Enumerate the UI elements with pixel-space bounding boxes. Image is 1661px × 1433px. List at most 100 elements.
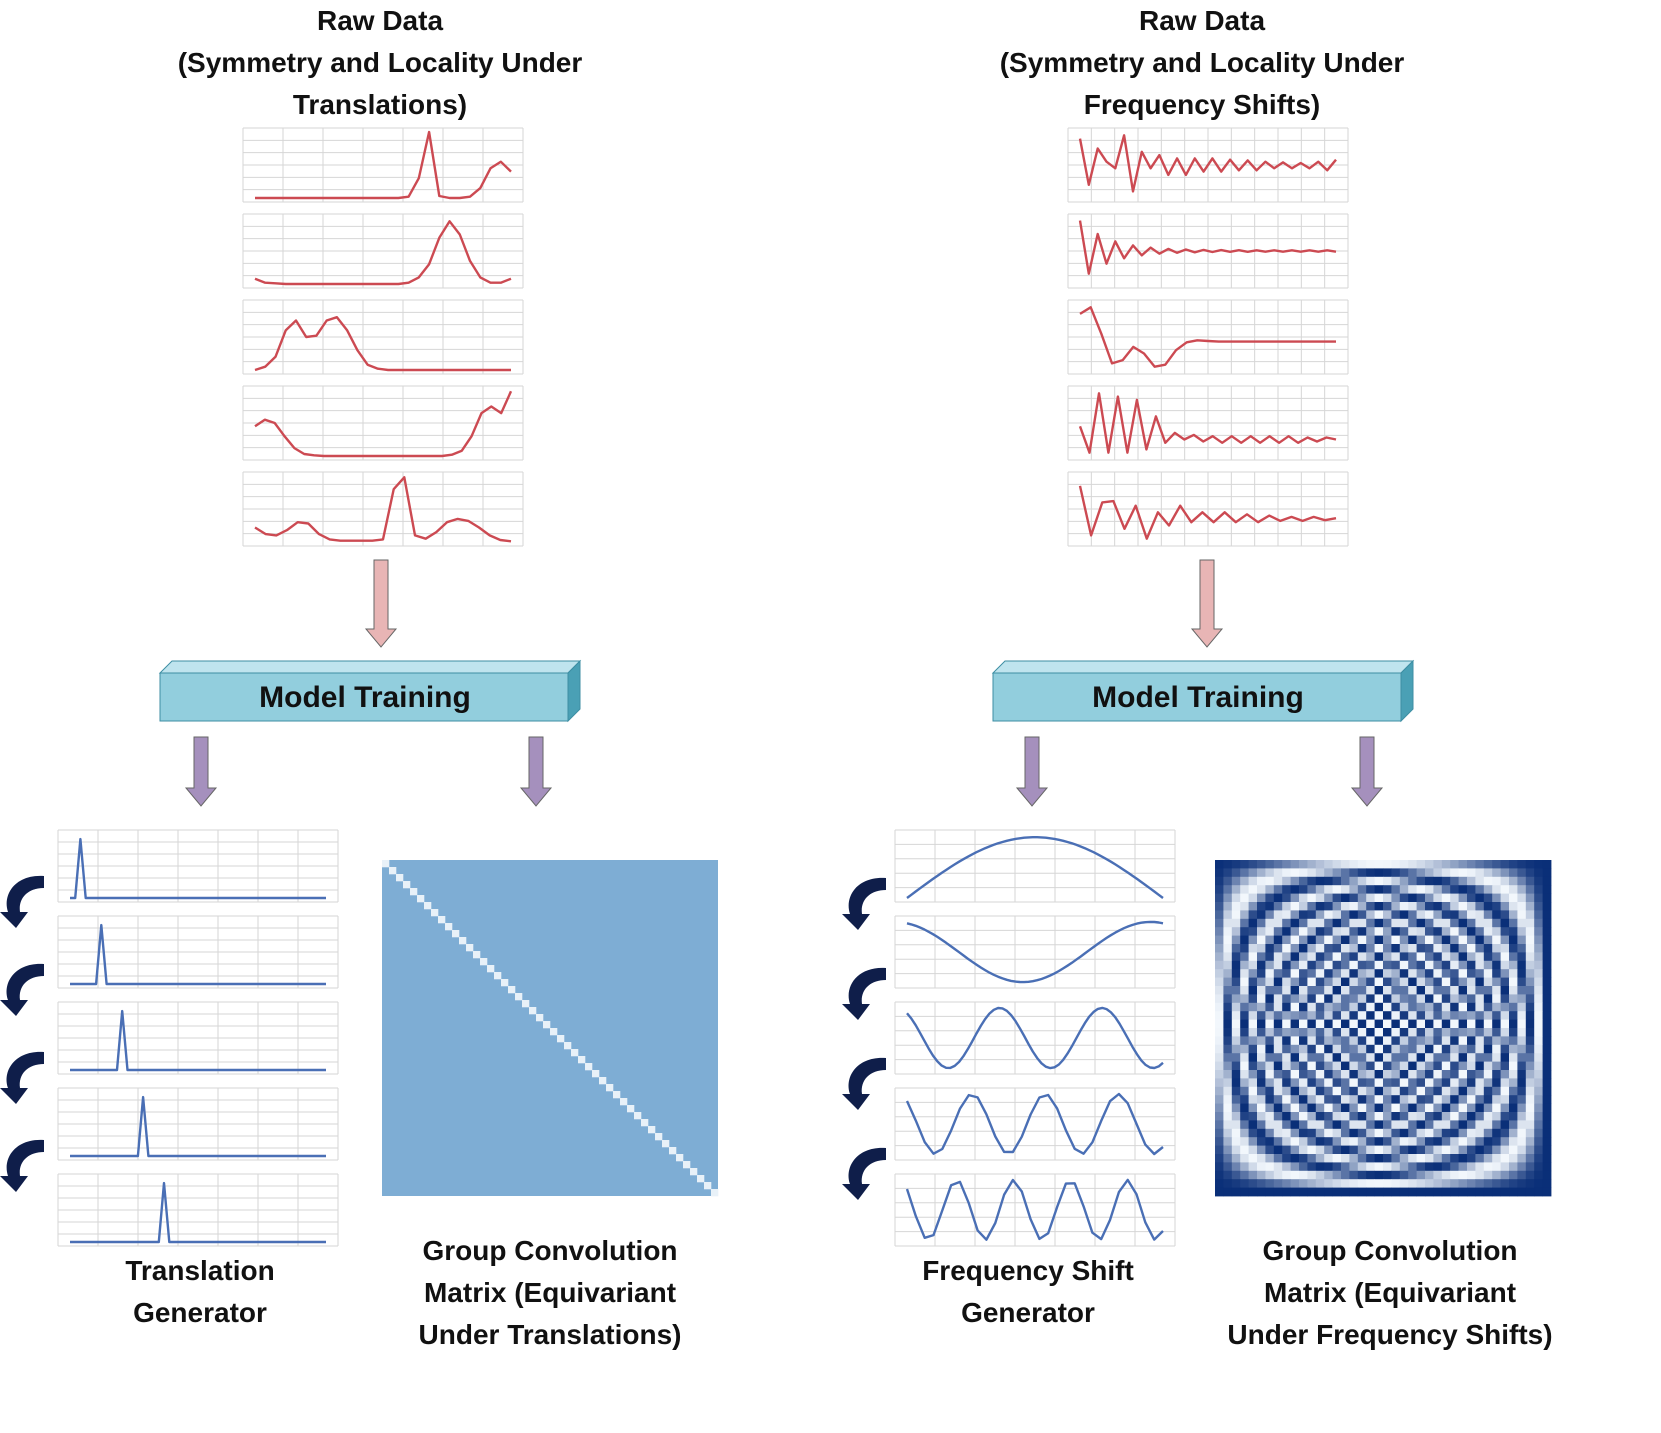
translation-matrix-caption: Group Convolution Matrix (Equivariant Un… bbox=[380, 1230, 720, 1356]
matrix-diagonal-cell bbox=[536, 1014, 544, 1022]
left-raw-data-title: Raw Data (Symmetry and Locality Under Tr… bbox=[130, 0, 630, 126]
signal-line bbox=[254, 476, 512, 543]
left-raw-signal-plot bbox=[242, 385, 524, 461]
matrix-diagonal-cell bbox=[704, 1182, 712, 1190]
matrix-diagonal-cell bbox=[466, 944, 474, 952]
matrix-diagonal-cell bbox=[655, 1133, 663, 1141]
translation-generator-plot bbox=[57, 829, 339, 903]
signal-line bbox=[70, 1009, 326, 1072]
matrix-diagonal-cell bbox=[606, 1084, 614, 1092]
matrix-diagonal-cell bbox=[424, 902, 432, 910]
signal-line bbox=[70, 837, 326, 900]
caption-line: Under Translations) bbox=[418, 1319, 682, 1350]
rotation-arrow-icon bbox=[0, 875, 44, 928]
matrix-diagonal-cell bbox=[571, 1049, 579, 1057]
matrix-diagonal-cell bbox=[480, 958, 488, 966]
matrix-diagonal-cell bbox=[648, 1126, 656, 1134]
matrix-diagonal-cell bbox=[564, 1042, 572, 1050]
caption-line: Group Convolution bbox=[422, 1235, 678, 1266]
left-raw-signal-plot bbox=[242, 471, 524, 547]
rotation-arrow-icon bbox=[842, 877, 886, 930]
rotation-arrow-icon bbox=[842, 1057, 886, 1110]
matrix-diagonal-cell bbox=[578, 1056, 586, 1064]
frequency-generator-plot bbox=[894, 915, 1176, 989]
signal-line bbox=[906, 836, 1164, 899]
signal-line bbox=[906, 1006, 1164, 1070]
matrix-diagonal-cell bbox=[613, 1091, 621, 1099]
translation-generator-plot bbox=[57, 1087, 339, 1161]
rotation-arrow-icon bbox=[842, 1147, 886, 1200]
title-line: (Symmetry and Locality Under bbox=[999, 47, 1405, 78]
matrix-diagonal-cell bbox=[417, 895, 425, 903]
matrix-diagonal-cell bbox=[494, 972, 502, 980]
matrix-diagonal-cell bbox=[711, 1189, 719, 1197]
rotation-arrow-icon bbox=[0, 1051, 44, 1104]
caption-line: Group Convolution bbox=[1262, 1235, 1518, 1266]
matrix-diagonal-cell bbox=[697, 1175, 705, 1183]
signal-line bbox=[905, 1178, 1164, 1241]
signal-line bbox=[254, 390, 513, 458]
signal-line bbox=[70, 923, 326, 986]
matrix-diagonal-cell bbox=[620, 1098, 628, 1106]
caption-line: Generator bbox=[961, 1297, 1095, 1328]
matrix-diagonal-cell bbox=[543, 1021, 551, 1029]
right-training-to-generator-arrow bbox=[1015, 736, 1049, 807]
frequency-generator-plot bbox=[894, 1087, 1176, 1161]
matrix-diagonal-cell bbox=[634, 1112, 642, 1120]
frequency-generator-plot bbox=[894, 829, 1176, 903]
signal-line bbox=[70, 1095, 326, 1158]
matrix-diagonal-cell bbox=[403, 881, 411, 889]
left-raw-signal-plot bbox=[242, 127, 524, 203]
caption-line: Frequency Shift bbox=[922, 1255, 1134, 1286]
matrix-diagonal-cell bbox=[473, 951, 481, 959]
matrix-diagonal-cell bbox=[599, 1077, 607, 1085]
matrix-diagonal-cell bbox=[529, 1007, 537, 1015]
signal-line bbox=[906, 920, 1164, 984]
matrix-diagonal-cell bbox=[382, 860, 390, 868]
rotation-arrow-icon bbox=[0, 1139, 44, 1192]
matrix-diagonal-cell bbox=[662, 1140, 670, 1148]
title-line: Raw Data bbox=[316, 5, 444, 36]
frequency-generator-caption: Frequency Shift Generator bbox=[893, 1250, 1163, 1334]
right-raw-signal-plot bbox=[1067, 385, 1349, 461]
right-raw-signal-plot bbox=[1067, 127, 1349, 203]
matrix-diagonal-cell bbox=[389, 867, 397, 875]
matrix-diagonal-cell bbox=[683, 1161, 691, 1169]
right-raw-signal-plot bbox=[1067, 471, 1349, 547]
matrix-diagonal-cell bbox=[627, 1105, 635, 1113]
right-model-training-box bbox=[991, 659, 1415, 723]
frequency-generator-plot bbox=[894, 1001, 1176, 1075]
signal-line bbox=[1078, 134, 1337, 193]
matrix-diagonal-cell bbox=[676, 1154, 684, 1162]
matrix-diagonal-cell bbox=[396, 874, 404, 882]
matrix-diagonal-cell bbox=[557, 1035, 565, 1043]
right-raw-signal-plot bbox=[1067, 213, 1349, 289]
frequency-generator-plot bbox=[894, 1173, 1176, 1247]
matrix-diagonal-cell bbox=[452, 930, 460, 938]
matrix-diagonal-cell bbox=[550, 1028, 558, 1036]
translation-convolution-matrix bbox=[382, 860, 719, 1197]
left-training-to-matrix-arrow bbox=[519, 736, 553, 807]
caption-line: Generator bbox=[133, 1297, 267, 1328]
translation-generator-plot bbox=[57, 915, 339, 989]
matrix-diagonal-cell bbox=[410, 888, 418, 896]
left-training-to-generator-arrow bbox=[184, 736, 218, 807]
signal-line bbox=[1078, 220, 1337, 275]
frequency-matrix-caption: Group Convolution Matrix (Equivariant Un… bbox=[1200, 1230, 1580, 1356]
title-line: (Symmetry and Locality Under bbox=[177, 47, 583, 78]
translation-generator-caption: Translation Generator bbox=[80, 1250, 320, 1334]
left-raw-to-training-arrow bbox=[364, 559, 398, 648]
left-raw-signal-plot bbox=[242, 213, 524, 289]
matrix-diagonal-cell bbox=[459, 937, 467, 945]
matrix-diagonal-cell bbox=[431, 909, 439, 917]
translation-generator-plot bbox=[57, 1001, 339, 1075]
matrix-diagonal-cell bbox=[522, 1000, 530, 1008]
signal-line bbox=[1078, 485, 1337, 540]
caption-line: Under Frequency Shifts) bbox=[1227, 1319, 1553, 1350]
matrix-diagonal-cell bbox=[487, 965, 495, 973]
matrix-diagonal-cell bbox=[508, 986, 516, 994]
left-model-training-label: Model Training bbox=[259, 681, 471, 714]
rotation-arrow-icon bbox=[0, 963, 44, 1016]
matrix-diagonal-cell bbox=[515, 993, 523, 1001]
